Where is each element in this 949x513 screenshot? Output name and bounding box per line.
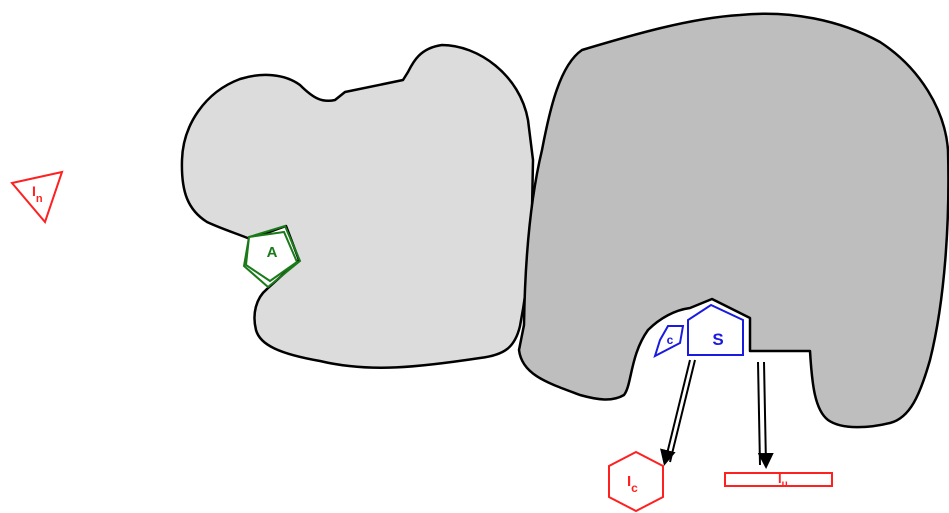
node-c-label: c — [667, 333, 674, 347]
node-I-n[interactable]: In — [10, 170, 64, 224]
node-I-n-label: In — [32, 183, 43, 205]
node-S-shape — [687, 303, 744, 356]
node-I-c-label: Ic — [627, 473, 638, 495]
edge-S-Ic — [660, 359, 696, 466]
node-I-u-label: Iu — [778, 471, 788, 490]
edge-right-Iu-line-1 — [757, 361, 761, 466]
node-I-c-sub: c — [631, 481, 638, 495]
node-c-shape — [653, 325, 685, 358]
node-I-u[interactable]: Iu — [724, 471, 833, 490]
edge-right-Iu — [757, 361, 774, 469]
node-I-c-shape — [608, 450, 664, 513]
node-I-c[interactable]: Ic — [608, 450, 664, 513]
node-I-n-shape — [10, 170, 64, 224]
node-S-label: S — [712, 330, 723, 349]
node-I-u-sub: u — [782, 479, 788, 490]
node-S[interactable]: S — [687, 303, 744, 356]
node-I-u-shape — [724, 472, 833, 487]
node-I-n-sub: n — [36, 193, 43, 205]
edge-S-Ic-line-1 — [669, 359, 696, 463]
edge-right-Iu-line-2 — [757, 361, 774, 469]
edge-S-Ic-line-2 — [660, 359, 691, 466]
right-region — [517, 12, 949, 429]
node-A-label: A — [267, 244, 278, 261]
left-region — [180, 43, 535, 369]
node-A-outer-outline — [242, 224, 302, 289]
node-I-u-main: I — [778, 471, 782, 486]
node-A[interactable]: A — [242, 224, 302, 289]
node-I-c-main: I — [627, 473, 631, 490]
node-c[interactable]: c — [653, 325, 685, 358]
node-I-n-main: I — [32, 183, 36, 199]
node-A-shape — [244, 230, 299, 283]
